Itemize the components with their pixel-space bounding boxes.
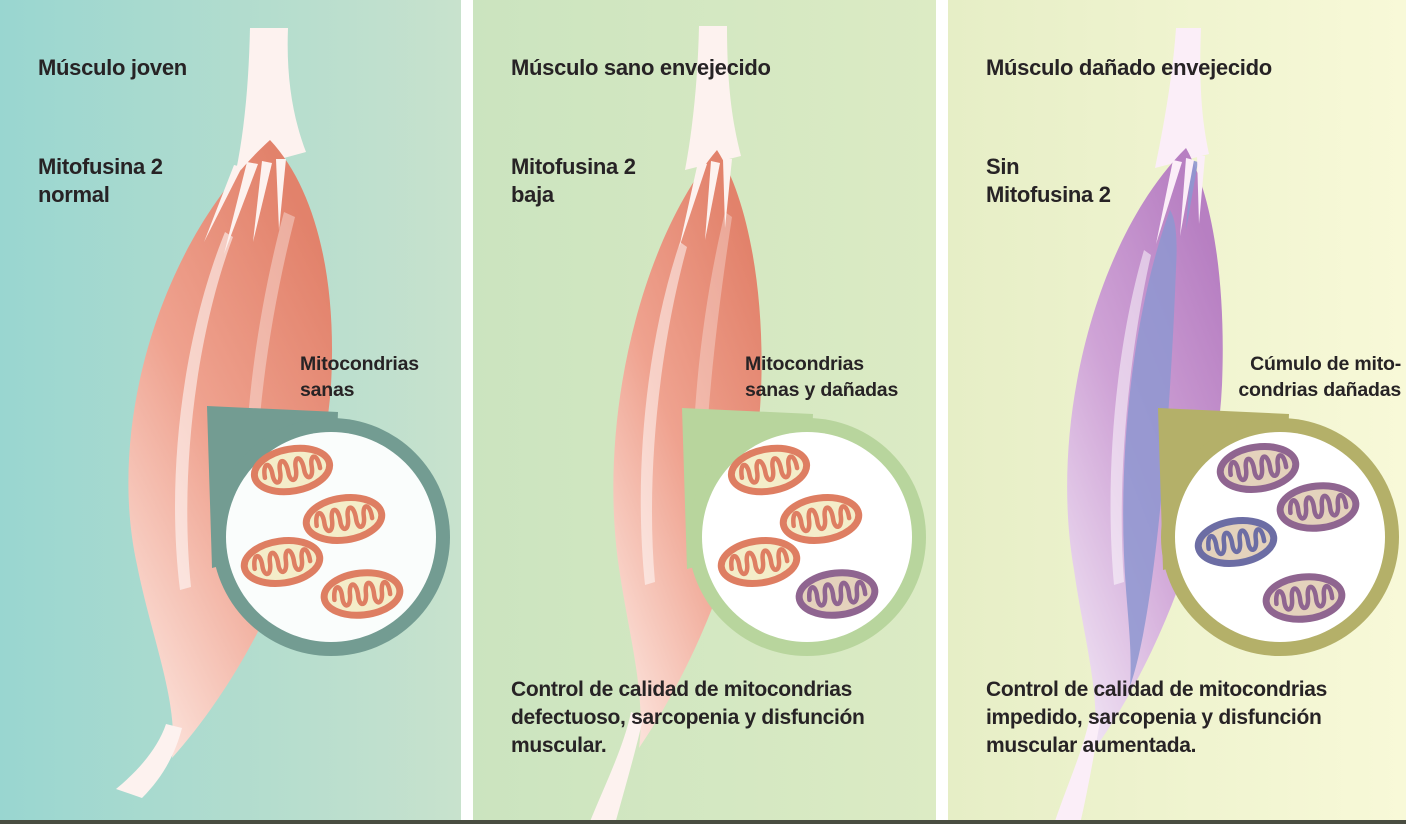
- muscle-highlight: [175, 232, 233, 590]
- caption-line-1: Control de calidad de mitocondrias: [986, 678, 1328, 701]
- protein-line-1: Mitofusina 2: [511, 154, 636, 179]
- aged-healthy-muscle-graphic: [589, 26, 926, 824]
- protein-level-label: Mitofusina 2 normal: [38, 153, 163, 209]
- aged-damaged-muscle-graphic: [1054, 28, 1399, 824]
- panel-young-muscle: Músculo joven Mitofusina 2 normal Mitocon…: [0, 0, 461, 824]
- callout-label-line-1: Cúmulo de mito-: [1250, 353, 1401, 375]
- muscle-streak-blue: [1186, 160, 1198, 230]
- panel-divider: [936, 0, 948, 800]
- caption-line-3: muscular.: [511, 734, 607, 757]
- tendon-finger: [1156, 160, 1182, 244]
- tendon-bottom: [1054, 716, 1100, 824]
- tendon-finger: [253, 161, 272, 242]
- protein-line-2: baja: [511, 182, 554, 207]
- young-muscle-graphic: [116, 28, 450, 798]
- panel-title: Músculo sano envejecido: [511, 55, 771, 80]
- tendon-finger: [204, 165, 242, 242]
- magnifier-callout: [207, 406, 450, 656]
- tendon-finger: [723, 159, 732, 228]
- muscle-highlight: [640, 242, 687, 585]
- tendon-bottom: [116, 724, 182, 798]
- magnifier-callout: [682, 408, 926, 656]
- tendon-finger: [224, 162, 258, 254]
- callout-label-line-2: sanas y dañadas: [745, 379, 899, 401]
- protein-level-label: Mitofusina 2 baja: [511, 153, 636, 209]
- magnifier-callout: [1158, 408, 1399, 656]
- caption-line-2: defectuoso, sarcopenia y disfunción: [511, 706, 865, 729]
- muscle-streak-blue: [1123, 210, 1177, 686]
- tendon-finger: [1197, 156, 1205, 224]
- tendon-top: [685, 26, 741, 170]
- panel-aged-healthy-muscle: Músculo sano envejecido Mitofusina 2 baja…: [473, 0, 936, 824]
- callout-label-line-1: Mitocondrias: [300, 353, 419, 375]
- callout-label: Mitocondrias sanas: [300, 351, 419, 403]
- callout-label: Cúmulo de mito-condrias dañadas: [1238, 351, 1401, 403]
- tendon-finger: [276, 159, 286, 230]
- panel-divider: [461, 0, 473, 800]
- protein-line-1: Sin: [986, 154, 1020, 179]
- caption-line-2: impedido, sarcopenia y disfunción: [986, 706, 1322, 729]
- tendon-bottom: [589, 712, 643, 824]
- callout-label: Mitocondrias sanas y dañadas: [745, 351, 898, 403]
- protein-line-2: normal: [38, 182, 110, 207]
- tendon-top: [236, 28, 306, 171]
- muscle-highlight: [1110, 250, 1151, 585]
- panel-caption: Control de calidad de mitocondrias defect…: [511, 676, 865, 760]
- tendon-finger: [1180, 158, 1194, 236]
- panel-title: Músculo joven: [38, 55, 187, 80]
- caption-line-1: Control de calidad de mitocondrias: [511, 678, 853, 701]
- bottom-rule: [0, 820, 1406, 824]
- tendon-top: [1155, 28, 1209, 168]
- protein-line-1: Mitofusina 2: [38, 154, 163, 179]
- tendon-finger: [705, 161, 720, 240]
- muscle-illustration: [1054, 28, 1223, 824]
- panel-title: Músculo dañado envejecido: [986, 55, 1272, 80]
- protein-line-2: Mitofusina 2: [986, 182, 1111, 207]
- tendon-finger: [679, 162, 707, 248]
- callout-label-line-2: condrias dañadas: [1238, 379, 1401, 401]
- callout-label-line-1: Mitocondrias: [745, 353, 864, 375]
- panel-caption: Control de calidad de mitocondrias impedi…: [986, 676, 1327, 760]
- caption-line-3: muscular aumentada.: [986, 734, 1197, 757]
- callout-label-line-2: sanas: [300, 379, 355, 401]
